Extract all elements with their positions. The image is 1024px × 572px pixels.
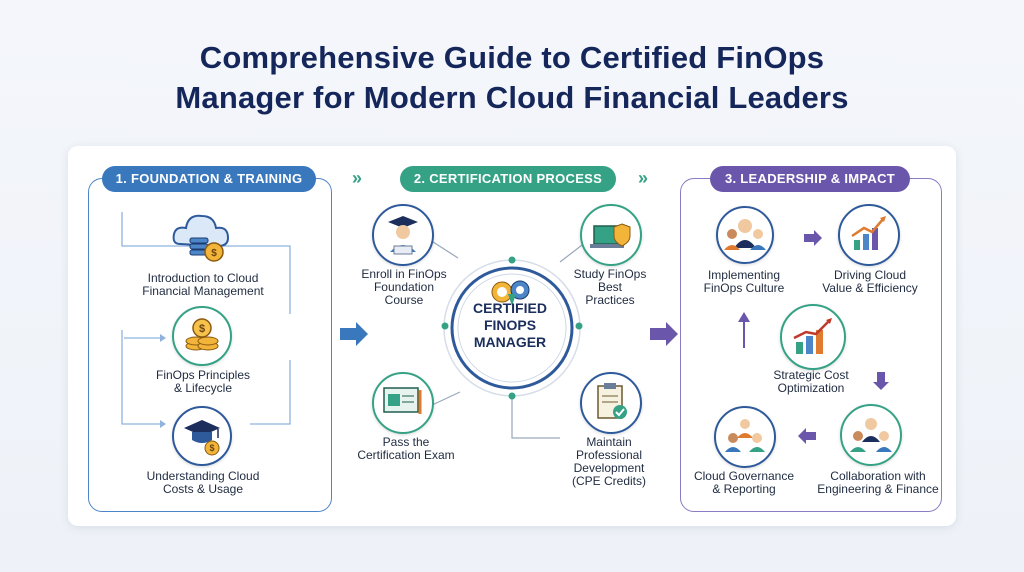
gear-badge-icon <box>484 278 540 308</box>
label-maintain-development: Maintain Professional Development (CPE C… <box>571 435 646 488</box>
label-collaboration: Collaboration with Engineering & Finance <box>817 469 939 496</box>
svg-text:$: $ <box>209 443 214 453</box>
label-implementing-culture: Implementing FinOps Culture <box>703 268 785 295</box>
pill-leadership-impact: 3. LEADERSHIP & IMPACT <box>710 166 910 192</box>
growth-chart-icon <box>838 204 900 266</box>
label-study-best-practices: Study FinOps Best Practices <box>573 267 647 307</box>
label-pass-exam: Pass the Certification Exam <box>357 435 455 462</box>
title-line-2: Manager for Modern Cloud Financial Leade… <box>175 80 849 115</box>
label-driving-value: Driving Cloud Value & Efficiency <box>822 268 918 295</box>
label-enroll-course: Enroll in FinOps Foundation Course <box>361 267 447 307</box>
clipboard-check-icon <box>580 372 642 434</box>
page-title: Comprehensive Guide to Certified FinOps … <box>0 38 1024 118</box>
title-line-1: Comprehensive Guide to Certified FinOps <box>199 40 825 75</box>
label-strategic-cost: Strategic Cost Optimization <box>773 368 849 395</box>
chevron-right-icon: » <box>352 168 363 188</box>
coin-stack-icon: $ <box>172 306 232 366</box>
team-leader-icon <box>716 206 774 264</box>
bar-chart-icon <box>780 304 846 370</box>
governance-team-icon <box>714 406 776 468</box>
flow-arrow-2 <box>650 322 678 346</box>
label-cloud-governance: Cloud Governance & Reporting <box>693 469 795 496</box>
chevron-right-icon: » <box>638 168 649 188</box>
student-icon <box>372 204 434 266</box>
pill-certification-process: 2. CERTIFICATION PROCESS <box>400 166 616 192</box>
exam-board-icon <box>372 372 434 434</box>
flow-arrow-1 <box>340 322 368 346</box>
label-understanding-cloud-costs: Understanding Cloud Costs & Usage <box>146 469 260 496</box>
graduation-cap-coins-icon: $ <box>172 406 232 466</box>
team-icon <box>840 404 902 466</box>
label-finops-principles: FinOps Principles & Lifecycle <box>155 368 251 395</box>
laptop-shield-icon <box>580 204 642 266</box>
label-intro-cloud-financial: Introduction to Cloud Financial Manageme… <box>142 271 264 298</box>
svg-text:$: $ <box>199 323 205 335</box>
cloud-coins-icon: $ <box>168 204 234 266</box>
svg-text:$: $ <box>211 248 217 259</box>
certified-finops-manager-label: CERTIFIED FINOPS MANAGER <box>473 300 547 350</box>
pill-foundation-training: 1. FOUNDATION & TRAINING <box>102 166 316 192</box>
